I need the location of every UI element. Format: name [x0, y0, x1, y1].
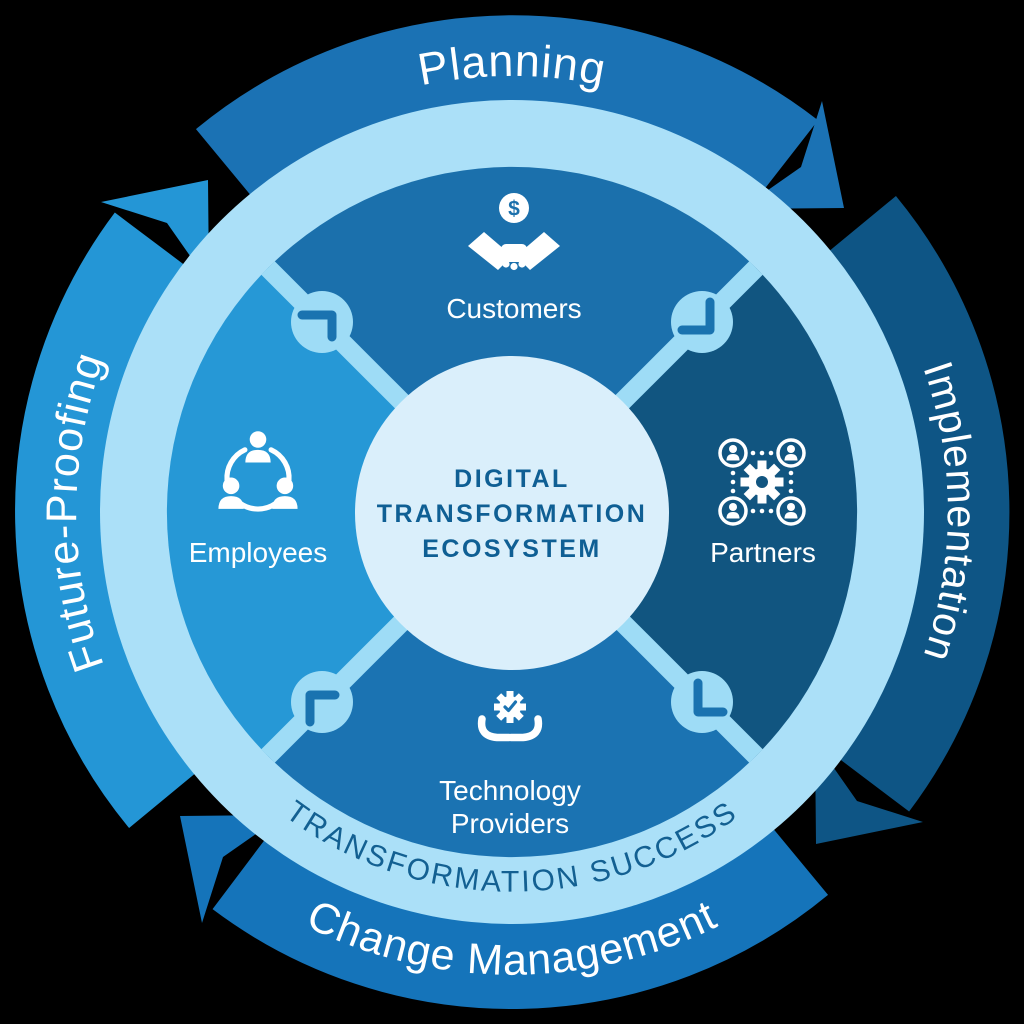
customers-label: Customers	[446, 293, 581, 324]
technology-providers-label-line2: Providers	[451, 808, 569, 839]
handshake-finger	[502, 260, 510, 268]
gear-hole	[756, 476, 768, 488]
implementation-arc	[827, 196, 1010, 812]
partner-person-head	[729, 445, 737, 453]
implementation-arrowhead-icon	[815, 741, 923, 844]
change-management-arrowhead-icon	[180, 815, 283, 923]
person-body	[272, 496, 298, 509]
partner-node-circle	[718, 496, 748, 526]
quadrant-customers	[268, 166, 756, 512]
partners-label: Partners	[710, 537, 816, 568]
dollar-coin-icon	[499, 193, 529, 223]
planning-arc	[196, 15, 819, 198]
handshake-finger	[510, 262, 518, 271]
handshake-left-arm	[468, 232, 512, 270]
quadrant-employees	[166, 268, 512, 756]
center-title-line2: TRANSFORMATION	[377, 500, 648, 528]
quadrant-labels: Customers Partners Employees Technology …	[189, 293, 816, 839]
partner-person-body	[784, 454, 798, 461]
partner-person-body	[726, 454, 740, 461]
partner-person-body	[784, 512, 798, 519]
left-hand	[477, 715, 513, 742]
technology-providers-icon	[477, 691, 543, 742]
future-proofing-arrowhead-icon	[101, 180, 209, 283]
corner-bracket-top-left-icon	[297, 310, 337, 342]
dotted-links	[730, 450, 794, 514]
handshake-clasp	[501, 244, 527, 262]
employees-icon	[218, 431, 298, 512]
partner-person-body	[726, 512, 740, 519]
corner-bracket-top-right-icon	[677, 297, 715, 335]
node-circle-top-left	[291, 291, 353, 353]
center-title-line3: ECOSYSTEM	[422, 535, 601, 563]
quadrant-technology-providers	[268, 512, 756, 858]
future-proofing-arc	[15, 212, 198, 829]
center-circle	[355, 356, 669, 670]
quadrant-partners	[512, 268, 858, 756]
corner-bracket-bottom-right-icon	[693, 678, 728, 717]
quadrant-sectors	[166, 166, 858, 858]
technology-providers-label-line1: Technology	[439, 775, 581, 806]
corner-bracket-bottom-left-icon	[305, 690, 340, 727]
center-title-line1: DIGITAL	[454, 465, 570, 493]
node-circle-bottom-left	[291, 671, 353, 733]
partner-person-head	[787, 445, 795, 453]
person-body	[218, 496, 244, 509]
planning-arrowhead-icon	[741, 101, 844, 209]
team-link-arc	[268, 447, 292, 484]
outer-arrow-ring	[15, 15, 1010, 1009]
team-link-arc	[224, 447, 248, 484]
handshake-right-arm	[516, 232, 560, 270]
partner-node-circle	[776, 496, 806, 526]
right-hand	[507, 715, 543, 742]
person-body	[245, 449, 271, 463]
node-circle-top-right	[671, 291, 733, 353]
dollar-symbol: $	[508, 198, 520, 221]
person-head	[249, 431, 267, 448]
handshake-finger	[518, 260, 526, 268]
center-title: DIGITAL TRANSFORMATION ECOSYSTEM	[377, 465, 648, 563]
employees-label: Employees	[189, 537, 328, 568]
person-head	[222, 477, 240, 495]
person-head	[276, 477, 294, 495]
customers-icon: $	[468, 193, 560, 271]
check-mark-icon	[503, 700, 518, 713]
change-management-arc	[212, 826, 829, 1009]
partner-node-circle	[776, 438, 806, 468]
partners-icon	[718, 438, 806, 526]
partner-person-head	[729, 503, 737, 511]
partner-person-head	[787, 503, 795, 511]
partner-node-circle	[718, 438, 748, 468]
